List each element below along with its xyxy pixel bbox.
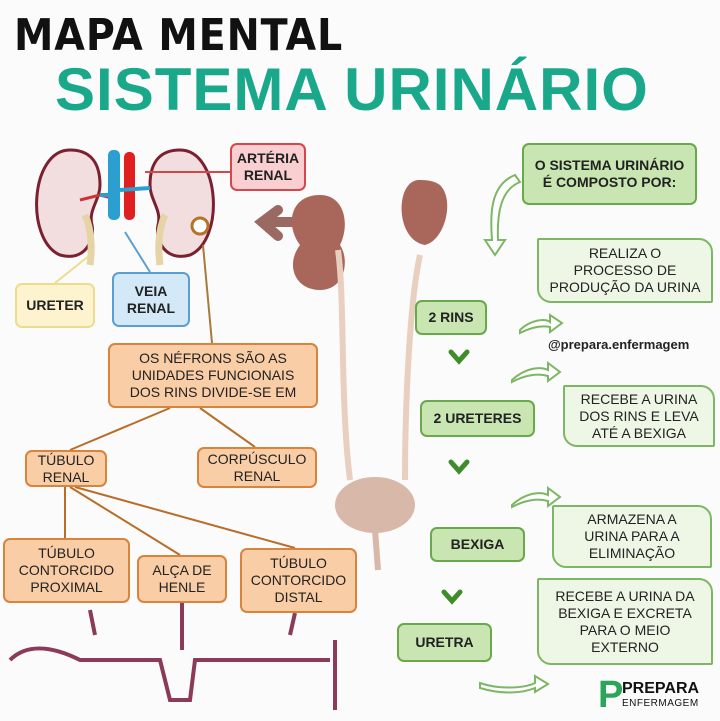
subtitle: MAPA MENTAL	[14, 10, 344, 61]
arteria-renal-label: ARTÉRIA RENAL	[230, 143, 306, 191]
tubulo-proximal-box: TÚBULO CONTORCIDO PROXIMAL	[3, 538, 130, 603]
logo-mark-icon: P	[598, 674, 624, 716]
rins-description: REALIZA O PROCESSO DE PRODUÇÃO DA URINA	[537, 238, 713, 303]
bexiga-description: ARMAZENA A URINA PARA A ELIMINAÇÃO	[552, 505, 712, 568]
bexiga-box: BEXIGA	[430, 527, 525, 562]
chevron-down-icon	[441, 589, 463, 605]
brand-logo: P PREPARA ENFERMAGEM	[598, 675, 716, 717]
curved-arrow-icon	[483, 173, 522, 257]
chevron-down-icon	[448, 459, 470, 475]
page-title: SISTEMA URINÁRIO	[55, 56, 649, 123]
ureter-label: URETER	[15, 283, 95, 328]
ureteres-description: RECEBE A URINA DOS RINS E LEVA ATÉ A BEX…	[563, 385, 715, 447]
chevron-down-icon	[448, 349, 470, 365]
alca-henle-box: ALÇA DE HENLE	[137, 555, 227, 603]
composto-box: O SISTEMA URINÁRIO É COMPOSTO POR:	[522, 143, 697, 205]
kidney-icon	[291, 195, 345, 290]
nefrons-box: OS NÉFRONS SÃO AS UNIDADES FUNCIONAIS DO…	[108, 343, 318, 408]
corpusculo-renal-box: CORPÚSCULO RENAL	[197, 447, 317, 488]
kidney-section-icon	[401, 180, 448, 245]
tubulo-distal-box: TÚBULO CONTORCIDO DISTAL	[240, 548, 357, 613]
artery-icon	[124, 152, 135, 220]
instagram-handle: @prepara.enfermagem	[548, 337, 690, 352]
arrow-left-icon	[254, 205, 300, 241]
vein-icon	[108, 150, 120, 220]
veia-renal-label: VEIA RENAL	[112, 272, 190, 327]
bladder-icon	[335, 477, 415, 533]
rins-box: 2 RINS	[415, 300, 487, 335]
nephron-illustration	[8, 603, 337, 710]
logo-name: PREPARA	[622, 680, 700, 697]
logo-subtitle: ENFERMAGEM	[622, 698, 699, 709]
uretra-box: URETRA	[397, 623, 492, 662]
kidney-cross-section-left	[35, 148, 121, 266]
tubulo-renal-box: TÚBULO RENAL	[25, 450, 107, 487]
ureteres-box: 2 URETERES	[420, 400, 535, 437]
uretra-description: RECEBE A URINA DA BEXIGA E EXCRETA PARA …	[537, 578, 713, 665]
kidney-cross-section-right	[148, 148, 215, 266]
